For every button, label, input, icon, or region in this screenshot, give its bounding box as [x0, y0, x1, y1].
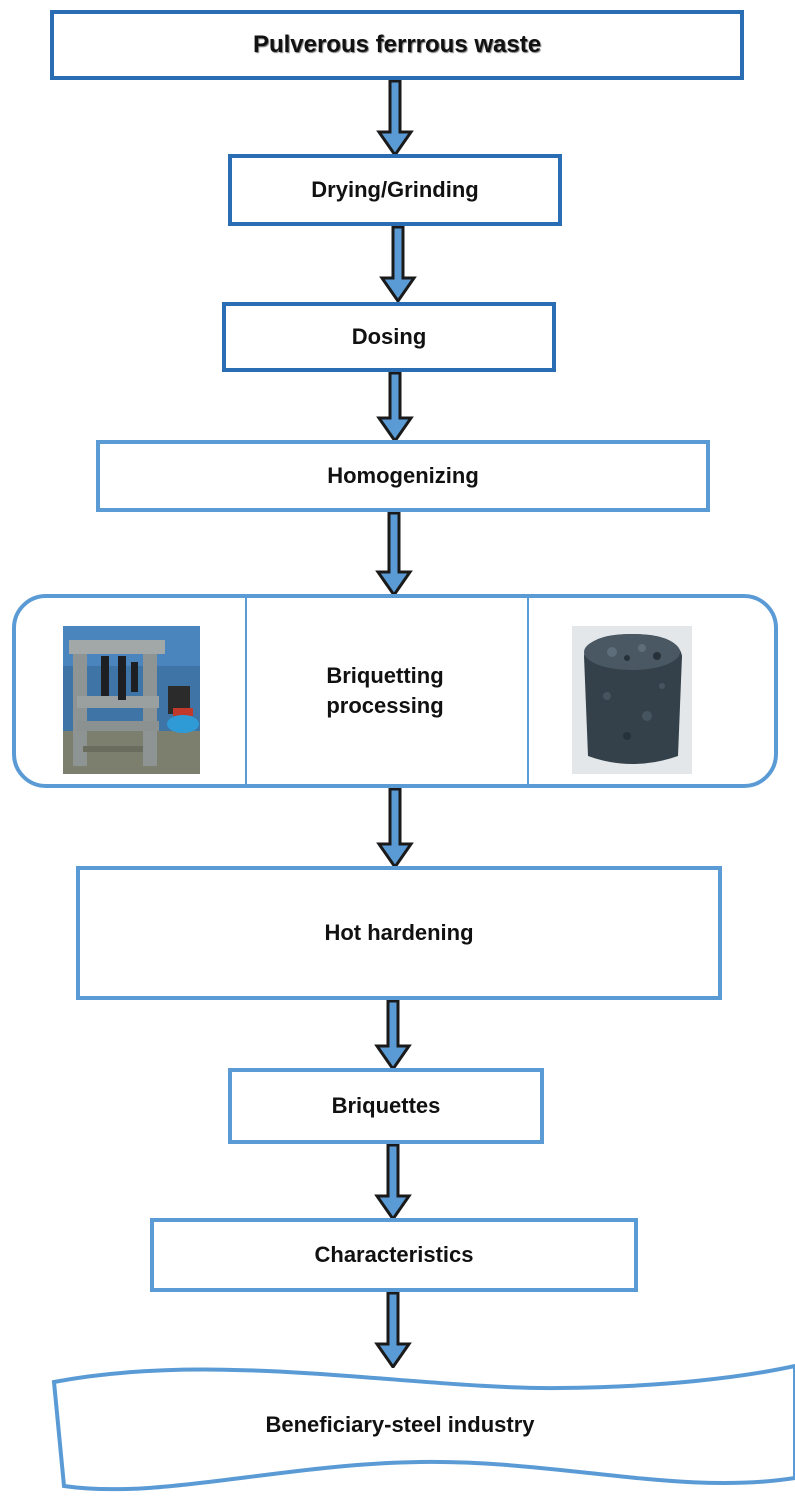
- step-pulverous-waste: Pulverous ferrrous waste: [50, 10, 744, 80]
- divider-left: [245, 598, 247, 784]
- step-characteristics: Characteristics: [150, 1218, 638, 1292]
- step-homogenizing: Homogenizing: [96, 440, 710, 512]
- step-briquettes: Briquettes: [228, 1068, 544, 1144]
- arrow-down-icon: [376, 80, 414, 156]
- briquette-sample-photo: [572, 626, 692, 774]
- step-drying-grinding: Drying/Grinding: [228, 154, 562, 226]
- step-pulverous-waste-label: Pulverous ferrrous waste: [252, 31, 542, 58]
- step-briquetting-label-line1: Briquetting: [326, 663, 444, 688]
- divider-right: [527, 598, 529, 784]
- step-dosing-label: Dosing: [351, 324, 427, 349]
- step-briquetting-label: Briquetting processing: [250, 598, 520, 784]
- step-characteristics-label: Characteristics: [314, 1242, 474, 1267]
- briquetting-press-photo: [63, 626, 200, 774]
- arrow-down-icon: [379, 226, 417, 302]
- step-briquetting-label-line2: processing: [326, 693, 444, 718]
- step-dosing: Dosing: [222, 302, 556, 372]
- arrow-down-icon: [375, 512, 413, 596]
- step-beneficiary-label: Beneficiary-steel industry: [265, 1412, 535, 1437]
- arrow-down-icon: [376, 788, 414, 868]
- arrow-down-icon: [374, 1292, 412, 1368]
- step-briquetting-processing: Briquetting processing: [12, 594, 778, 788]
- step-drying-grinding-label: Drying/Grinding: [311, 177, 479, 202]
- arrow-down-icon: [376, 372, 414, 442]
- arrow-down-icon: [374, 1000, 412, 1070]
- step-hot-hardening-label: Hot hardening: [324, 920, 474, 945]
- step-briquettes-label: Briquettes: [331, 1093, 441, 1118]
- step-hot-hardening: Hot hardening: [76, 866, 722, 1000]
- step-homogenizing-label: Homogenizing: [327, 463, 479, 488]
- arrow-down-icon: [374, 1144, 412, 1220]
